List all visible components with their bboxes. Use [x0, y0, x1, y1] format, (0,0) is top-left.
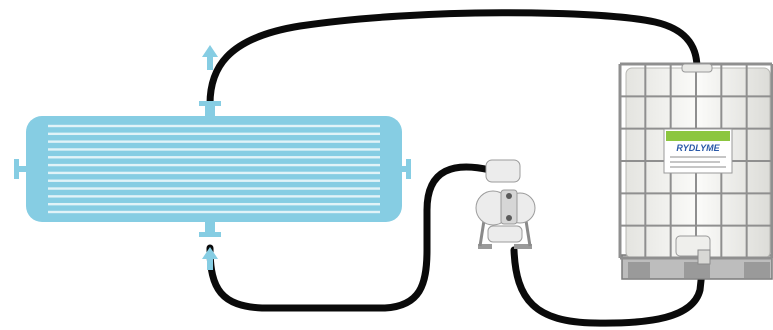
left-nozzle-flange — [14, 159, 19, 179]
exchanger-tube — [48, 133, 380, 135]
exchanger-tube — [48, 125, 380, 127]
tote-label-header — [666, 131, 730, 141]
exchanger-tube — [48, 164, 380, 166]
pump-bolt — [506, 193, 512, 199]
tote-label-line — [670, 156, 726, 158]
exchanger-tube — [48, 195, 380, 197]
exchanger-tube — [48, 211, 380, 213]
tote-cap — [682, 64, 712, 72]
tote-label: RYDLYME — [664, 129, 732, 173]
bottom-nozzle-flange — [199, 232, 221, 237]
tote-pallet-foot — [744, 262, 770, 278]
diaphragm-pump — [476, 160, 535, 249]
exchanger-tube — [48, 187, 380, 189]
exchanger-tube — [48, 203, 380, 205]
exchanger-tube — [48, 156, 380, 158]
exchanger-shell — [26, 116, 402, 222]
return-hose — [210, 13, 697, 104]
inlet-arrow-icon — [202, 247, 218, 270]
tote-label-brand: RYDLYME — [676, 143, 720, 153]
exchanger-tube — [48, 180, 380, 182]
tote-pallet-foot — [628, 262, 650, 278]
pump-top-manifold — [486, 160, 520, 182]
exchanger-tube — [48, 140, 380, 142]
pump-bottom-manifold — [488, 226, 522, 242]
top-nozzle-flange — [199, 101, 221, 106]
pump-bolt — [506, 215, 512, 221]
heat-exchanger — [14, 101, 411, 237]
tote-label-line — [670, 166, 726, 168]
right-nozzle-flange — [406, 159, 411, 179]
chemical-tote: RYDLYME — [620, 64, 772, 279]
tote-label-line — [670, 161, 720, 163]
exchanger-tube — [48, 172, 380, 174]
exchanger-tube — [48, 148, 380, 150]
tote-valve-outlet — [698, 250, 710, 264]
